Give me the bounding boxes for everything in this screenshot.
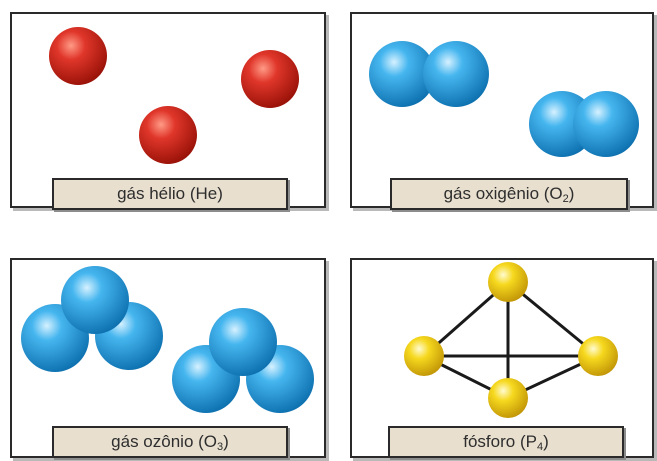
- phosphorus-atom: [404, 336, 444, 376]
- oxygen-atom: [209, 308, 277, 376]
- helium-atom: [139, 106, 197, 164]
- helium-atom: [241, 50, 299, 108]
- oxygen-atom: [61, 266, 129, 334]
- oxygen-molecule: [369, 41, 489, 107]
- ozone-molecule: [172, 308, 314, 413]
- label-helium: gás hélio (He): [52, 178, 288, 210]
- panel-phosphorus: fósforo (P4): [350, 258, 654, 458]
- oxygen-atom: [369, 41, 435, 107]
- oxygen-atom: [423, 41, 489, 107]
- phosphorus-atom: [488, 262, 528, 302]
- oxygen-molecule: [529, 91, 639, 157]
- oxygen-atom: [573, 91, 639, 157]
- label-ozone: gás ozônio (O3): [52, 426, 288, 458]
- label-oxygen: gás oxigênio (O2): [390, 178, 628, 210]
- panel-helium: gás hélio (He): [10, 12, 326, 210]
- ozone-molecule: [21, 266, 163, 372]
- panel-ozone: gás ozônio (O3): [10, 258, 326, 458]
- phosphorus-molecule: [404, 262, 618, 418]
- helium-molecules: [49, 27, 299, 164]
- panel-oxygen: gás oxigênio (O2): [350, 12, 654, 210]
- phosphorus-atom: [578, 336, 618, 376]
- oxygen-molecules: [369, 41, 639, 157]
- helium-atom: [49, 27, 107, 85]
- phosphorus-atom: [488, 378, 528, 418]
- ozone-molecules: [21, 266, 314, 413]
- label-phosphorus: fósforo (P4): [388, 426, 624, 458]
